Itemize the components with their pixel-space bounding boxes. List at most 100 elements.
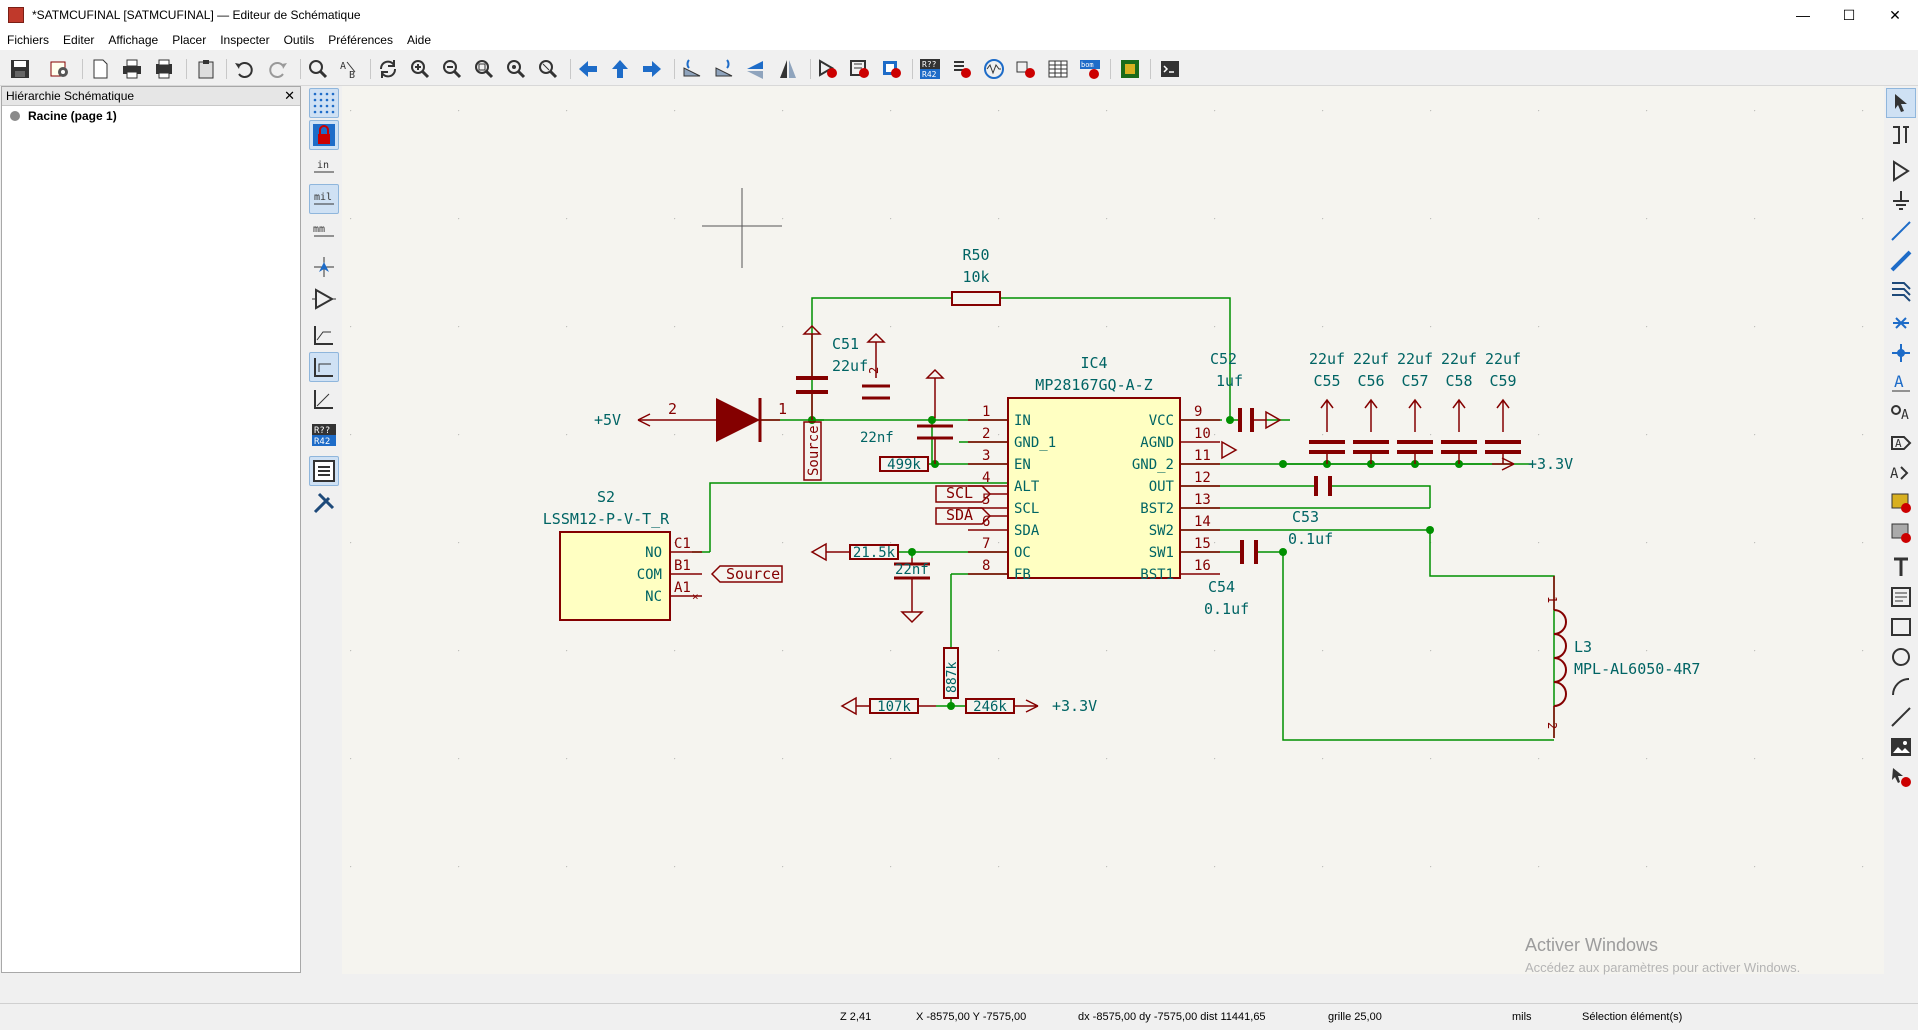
symbol-editor-icon[interactable] (816, 57, 840, 81)
minimize-button[interactable]: — (1796, 7, 1810, 23)
grid-toggle-icon[interactable] (309, 88, 339, 118)
add-hier-label-icon[interactable]: A (1886, 458, 1916, 488)
undo-icon[interactable] (232, 57, 256, 81)
schematic-canvas[interactable]: R50 10k C51 22uf Source 2 22nf (342, 86, 1884, 974)
power-33v-out[interactable]: +3.3V (1492, 455, 1573, 473)
menu-placer[interactable]: Placer (172, 33, 207, 47)
annotation-mode-icon[interactable]: R??R42 (309, 420, 339, 450)
menu-aide[interactable]: Aide (406, 33, 431, 47)
annotate-icon[interactable]: R??R42 (918, 57, 942, 81)
units-mil-icon[interactable]: mil (309, 184, 339, 214)
footprint-editor-icon[interactable] (880, 57, 904, 81)
assign-footprints-icon[interactable] (1014, 57, 1038, 81)
resistor-r50[interactable]: R50 10k (951, 246, 1001, 306)
add-global-label-icon[interactable]: A (1886, 428, 1916, 458)
paste-icon[interactable] (194, 57, 218, 81)
capacitor-c54[interactable]: C54 0.1uf (1204, 540, 1258, 618)
resistor-21k5[interactable]: 21.5k (810, 542, 899, 562)
capacitor-c51[interactable]: C51 22uf (796, 324, 868, 420)
ic4-mp28167[interactable]: IC4 MP28167GQ-A-Z 1IN2GND_13EN4ALT5SCL6S… (968, 354, 1220, 583)
zoom-fit-icon[interactable] (472, 57, 496, 81)
menu-outils[interactable]: Outils (283, 33, 315, 47)
label-source[interactable]: Source (710, 565, 783, 583)
cursor-shape-icon[interactable] (309, 252, 339, 282)
menu-inspecter[interactable]: Inspecter (220, 33, 270, 47)
redo-icon[interactable] (266, 57, 290, 81)
schematic-setup-icon[interactable] (48, 57, 72, 81)
line-90-icon[interactable] (309, 352, 339, 382)
add-junction-icon[interactable] (1886, 338, 1916, 368)
menu-fichiers[interactable]: Fichiers (7, 33, 50, 47)
menu-affichage[interactable]: Affichage (108, 33, 159, 47)
add-textbox-icon[interactable] (1886, 582, 1916, 612)
close-button[interactable]: ✕ (1889, 6, 1901, 23)
properties-tools-icon[interactable] (309, 488, 339, 518)
plot-icon[interactable] (152, 57, 176, 81)
capacitor-en[interactable] (917, 368, 953, 464)
inductor-l3[interactable]: 1 2 L3 MPL-AL6050-4R7 (1545, 576, 1700, 738)
capacitor-22nf-bottom[interactable]: 22nf (894, 558, 930, 624)
highlight-net-icon[interactable] (1886, 120, 1916, 150)
import-sheet-pin-icon[interactable] (1886, 518, 1916, 548)
units-mm-icon[interactable]: mm (309, 216, 339, 246)
label-source-vertical[interactable]: Source (803, 421, 822, 481)
resistor-887k[interactable]: 887k (943, 647, 960, 699)
print-icon[interactable] (120, 57, 144, 81)
rotate-cw-icon[interactable] (712, 57, 736, 81)
close-panel-icon[interactable]: ✕ (284, 88, 295, 103)
navigate-forward-icon[interactable] (640, 57, 664, 81)
add-power-icon[interactable] (1886, 186, 1916, 216)
add-text-icon[interactable] (1886, 552, 1916, 582)
add-sheet-icon[interactable] (1886, 488, 1916, 518)
find-icon[interactable] (306, 57, 330, 81)
navigate-back-icon[interactable] (576, 57, 600, 81)
new-page-icon[interactable] (88, 57, 112, 81)
label-scl[interactable]: SCL (935, 484, 992, 503)
add-bus-icon[interactable] (1886, 246, 1916, 276)
label-sda[interactable]: SDA (935, 506, 992, 525)
refresh-icon[interactable] (376, 57, 400, 81)
save-icon[interactable] (8, 57, 32, 81)
hidden-pins-icon[interactable] (309, 284, 339, 314)
delete-tool-icon[interactable] (1886, 762, 1916, 792)
menu-preferences[interactable]: Préférences (328, 33, 393, 47)
add-rectangle-icon[interactable] (1886, 612, 1916, 642)
add-symbol-icon[interactable] (1886, 156, 1916, 186)
navigate-up-icon[interactable] (608, 57, 632, 81)
add-image-icon[interactable] (1886, 732, 1916, 762)
diode[interactable]: 2 1 (668, 398, 787, 442)
add-bus-entry-icon[interactable] (1886, 276, 1916, 306)
menu-editer[interactable]: Editer (63, 33, 95, 47)
mirror-vertical-icon[interactable] (744, 57, 768, 81)
symbol-browser-icon[interactable] (848, 57, 872, 81)
add-wire-icon[interactable] (1886, 216, 1916, 246)
fields-table-icon[interactable] (1046, 57, 1070, 81)
bom-icon[interactable]: bom (1078, 57, 1102, 81)
zoom-in-icon[interactable] (408, 57, 432, 81)
select-arrow-icon[interactable] (1886, 88, 1916, 118)
pcb-editor-icon[interactable] (1118, 57, 1142, 81)
resistor-107k[interactable]: 107k (840, 696, 936, 716)
hierarchy-root-item[interactable]: Racine (page 1) (2, 106, 300, 126)
capacitor-c52[interactable]: C52 1uf (1210, 350, 1282, 432)
units-inch-icon[interactable]: in (309, 152, 339, 182)
grid-lock-icon[interactable] (309, 120, 339, 150)
line-any-angle-icon[interactable] (309, 320, 339, 350)
mirror-horizontal-icon[interactable] (776, 57, 800, 81)
hierarchy-navigator-icon[interactable] (309, 456, 339, 486)
maximize-button[interactable]: ☐ (1842, 6, 1856, 23)
zoom-out-icon[interactable] (440, 57, 464, 81)
add-label-icon[interactable]: A (1886, 368, 1916, 398)
simulator-icon[interactable] (982, 57, 1006, 81)
line-45-icon[interactable] (309, 384, 339, 414)
erc-icon[interactable] (950, 57, 974, 81)
zoom-objects-icon[interactable] (504, 57, 528, 81)
resistor-499k[interactable]: 499k (879, 456, 929, 473)
power-5v[interactable]: +5V (594, 411, 692, 429)
rotate-ccw-icon[interactable] (680, 57, 704, 81)
